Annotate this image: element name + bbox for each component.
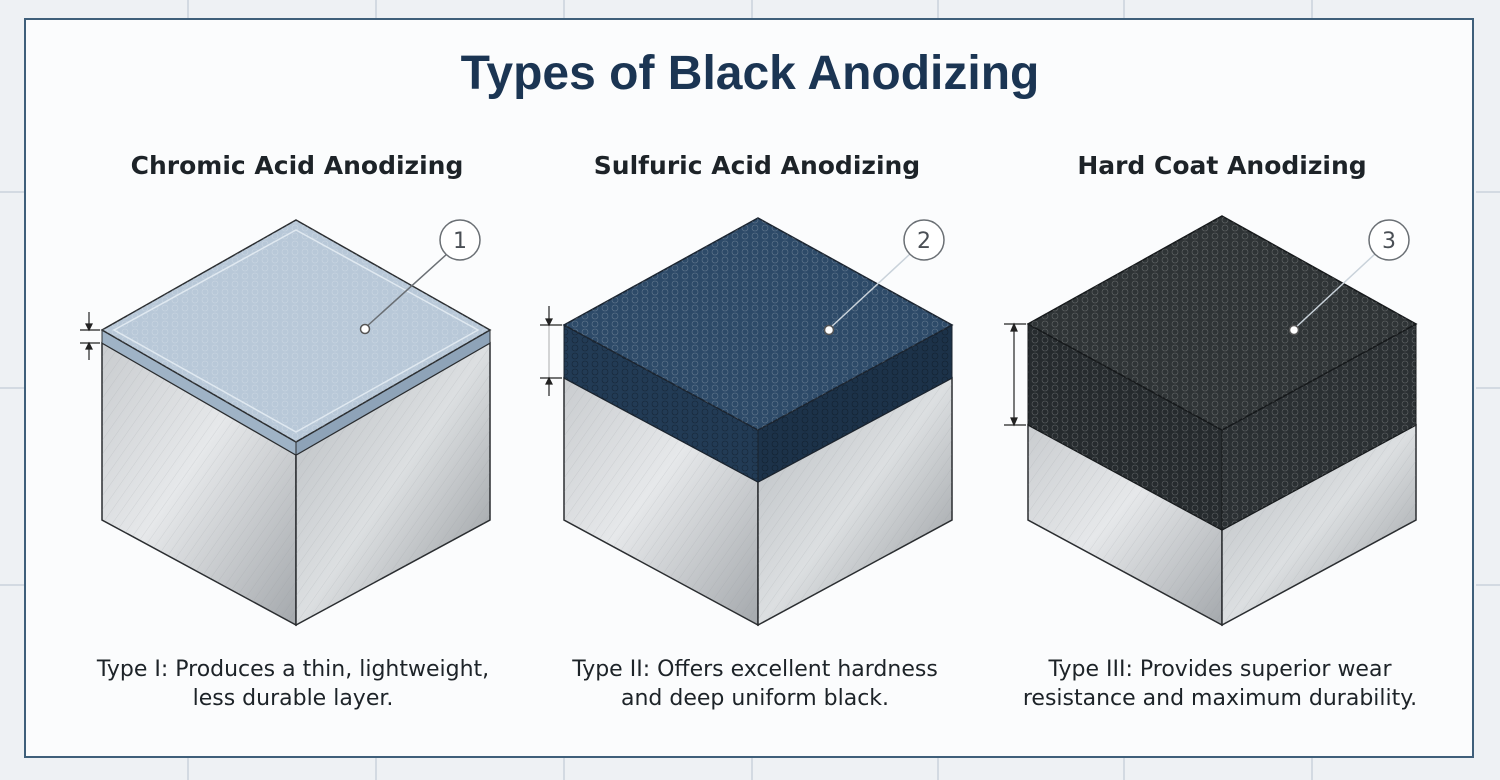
panel-heading-sulfuric: Sulfuric Acid Anodizing bbox=[593, 151, 921, 180]
callout-marker-2 bbox=[903, 219, 945, 261]
callout-label-3: 3 bbox=[1382, 229, 1396, 254]
cube-hardcoat: 3 bbox=[1004, 215, 1418, 627]
description-hardcoat-line1: Type III: Provides superior wear bbox=[1048, 657, 1392, 682]
callout-marker-3 bbox=[1368, 219, 1410, 261]
callout-marker-1 bbox=[439, 219, 481, 261]
description-chromic-line1: Type I: Produces a thin, lightweight, bbox=[96, 657, 490, 682]
panel-heading-hardcoat: Hard Coat Anodizing bbox=[1077, 151, 1367, 180]
description-hardcoat: Type III: Provides superior wear resista… bbox=[990, 655, 1450, 713]
description-sulfuric: Type II: Offers excellent hardness and d… bbox=[525, 655, 985, 713]
callout-label-2: 2 bbox=[917, 229, 931, 254]
description-sulfuric-line1: Type II: Offers excellent hardness bbox=[572, 657, 938, 682]
description-chromic: Type I: Produces a thin, lightweight, le… bbox=[63, 655, 523, 713]
cube-chromic: 1 bbox=[80, 219, 492, 627]
description-chromic-line2: less durable layer. bbox=[192, 686, 394, 711]
diagram-title: Types of Black Anodizing bbox=[460, 47, 1040, 100]
panel-heading-chromic: Chromic Acid Anodizing bbox=[130, 151, 464, 180]
callout-label-1: 1 bbox=[453, 229, 467, 254]
description-sulfuric-line2: and deep uniform black. bbox=[620, 686, 890, 711]
cube-sulfuric: 2 bbox=[540, 217, 954, 627]
description-hardcoat-line2: resistance and maximum durability. bbox=[1022, 686, 1418, 711]
